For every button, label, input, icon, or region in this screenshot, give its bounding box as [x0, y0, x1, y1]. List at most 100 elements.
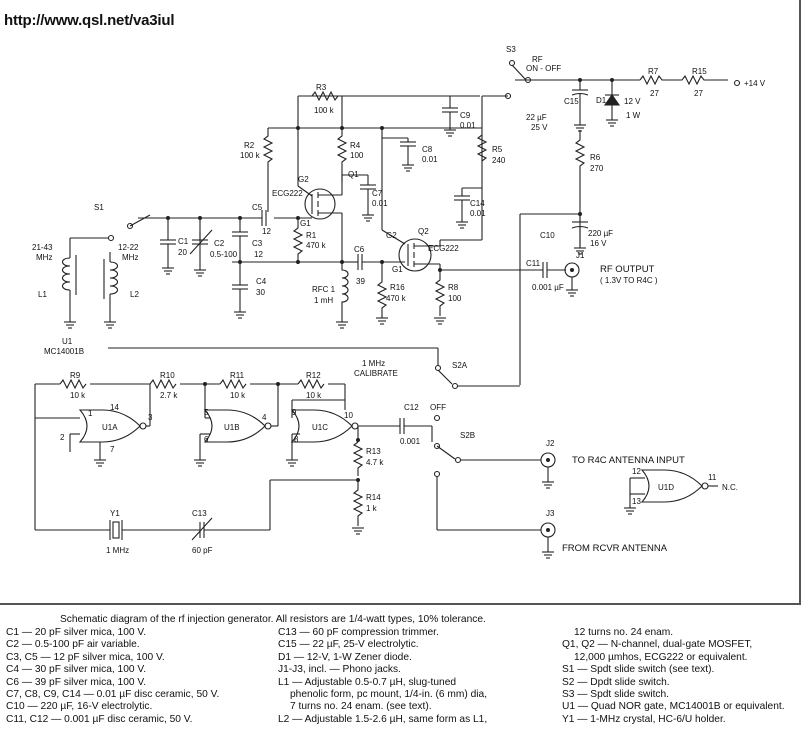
label-r3-value: 100 k: [314, 106, 335, 115]
label-c6-value: 39: [356, 277, 365, 286]
label-calibrate: CALIBRATE: [354, 369, 398, 378]
label-c13: C13: [192, 509, 207, 518]
label-u1c: U1C: [312, 423, 328, 432]
label-r11-value: 10 k: [230, 391, 246, 400]
label-r9: R9: [70, 371, 81, 380]
label-c10-voltage: 16 V: [590, 239, 607, 248]
label-q2-g1: G1: [392, 265, 403, 274]
label-c14-value: 0.01: [470, 209, 486, 218]
label-band-1: 21-43: [32, 243, 53, 252]
label-pin-13: 13: [632, 497, 641, 506]
caption-line: C7, C8, C9, C14 — 0.01 µF disc ceramic, …: [6, 689, 220, 701]
label-band-2-unit: MHz: [122, 253, 138, 262]
label-r4-value: 100: [350, 151, 364, 160]
schematic-frame: [0, 0, 801, 605]
caption-line: L1 — Adjustable 0.5-0.7 µH, slug-tuned: [278, 676, 457, 688]
crystal-oscillator-section: [34, 347, 718, 559]
label-c4-value: 30: [256, 288, 265, 297]
label-rf-on-off-2: ON - OFF: [526, 64, 561, 73]
label-supply: +14 V: [744, 79, 766, 88]
caption-line: Q1, Q2 — N-channel, dual-gate MOSFET,: [562, 639, 753, 651]
label-rfc1-value: 1 mH: [314, 296, 333, 305]
label-j2: J2: [546, 439, 555, 448]
label-c1-value: 20: [178, 248, 187, 257]
label-d1-value: 12 V: [624, 97, 641, 106]
caption-line: C11, C12 — 0.001 µF disc ceramic, 50 V.: [6, 713, 193, 725]
caption-line: S1 — Spdt slide switch (see text).: [562, 664, 715, 676]
label-off: OFF: [430, 403, 446, 412]
label-c9: C9: [460, 111, 471, 120]
caption-line: C6 — 39 pF silver mica, 100 V.: [6, 676, 147, 688]
label-q1-g1: G1: [300, 219, 311, 228]
label-r10: R10: [160, 371, 175, 380]
label-c15-voltage: 25 V: [531, 123, 548, 132]
label-c12: C12: [404, 403, 419, 412]
label-s1: S1: [94, 203, 104, 212]
label-s2a: S2A: [452, 361, 468, 370]
label-c9-value: 0.01: [460, 121, 476, 130]
label-c3-value: 12: [254, 250, 263, 259]
label-r14: R14: [366, 493, 381, 502]
caption-column-2: C13 — 60 pF compression trimmer. C15 — 2…: [278, 627, 487, 726]
label-pin-1: 1: [88, 409, 93, 418]
label-pin-5: 5: [204, 408, 209, 417]
label-y1-value: 1 MHz: [106, 546, 129, 555]
label-r9-value: 10 k: [70, 391, 86, 400]
label-u1d: U1D: [658, 483, 674, 492]
caption-line: Y1 — 1-MHz crystal, HC-6/U holder.: [562, 713, 726, 725]
label-pin-9: 9: [292, 408, 297, 417]
label-pin-11: 11: [708, 473, 717, 482]
caption-line: C4 — 30 pF silver mica, 100 V.: [6, 664, 147, 676]
label-pin-14: 14: [110, 403, 119, 412]
label-c13-value: 60 pF: [192, 546, 213, 555]
label-l2: L2: [130, 290, 139, 299]
label-c7: C7: [372, 189, 383, 198]
rf-oscillator-section: [61, 90, 589, 385]
label-c14: C14: [470, 199, 485, 208]
label-r12: R12: [306, 371, 321, 380]
caption-line: C3, C5 — 12 pF silver mica, 100 V.: [6, 651, 165, 663]
label-r8-value: 100: [448, 294, 462, 303]
label-r2-value: 100 k: [240, 151, 261, 160]
label-s3: S3: [506, 45, 516, 54]
label-pin-6: 6: [204, 435, 209, 444]
label-s2b: S2B: [460, 431, 475, 440]
label-pin-8: 8: [294, 435, 299, 444]
label-r16-value: 470 k: [386, 294, 407, 303]
label-q1: Q1: [348, 170, 359, 179]
label-j3: J3: [546, 509, 555, 518]
power-supply-section: [482, 59, 741, 246]
label-rf-output-note: ( 1.3V TO R4C ): [600, 276, 658, 285]
caption-line: C2 — 0.5-100 pF air variable.: [6, 639, 140, 651]
label-c11-value: 0.001 µF: [532, 283, 564, 292]
label-c10: C10: [540, 231, 555, 240]
label-pin-7: 7: [110, 445, 115, 454]
label-c8: C8: [422, 145, 433, 154]
label-r6: R6: [590, 153, 601, 162]
label-q1-type: ECG222: [272, 189, 303, 198]
label-band-1-unit: MHz: [36, 253, 52, 262]
label-r5: R5: [492, 145, 503, 154]
label-r14-value: 1 k: [366, 504, 378, 513]
caption-line: 12 turns no. 24 enam.: [574, 627, 674, 638]
label-r4: R4: [350, 141, 361, 150]
caption-line: J1-J3, incl. — Phono jacks.: [278, 664, 401, 676]
label-u1: U1: [62, 337, 73, 346]
label-r7: R7: [648, 67, 659, 76]
caption-line: S2 — Dpdt slide switch.: [562, 676, 670, 688]
label-r10-value: 2.7 k: [160, 391, 178, 400]
label-r11: R11: [230, 371, 245, 380]
label-r5-value: 240: [492, 156, 506, 165]
label-q2: Q2: [418, 227, 429, 236]
label-j1: J1: [576, 251, 585, 260]
label-c6: C6: [354, 245, 365, 254]
label-r15: R15: [692, 67, 707, 76]
label-c3: C3: [252, 239, 263, 248]
label-r12-value: 10 k: [306, 391, 322, 400]
label-r1: R1: [306, 231, 317, 240]
label-rf-output: RF OUTPUT: [600, 264, 655, 275]
caption-column-3: 12 turns no. 24 enam. Q1, Q2 — N-channel…: [562, 627, 785, 726]
caption-line: D1 — 12-V, 1-W Zener diode.: [278, 651, 412, 663]
label-c7-value: 0.01: [372, 199, 388, 208]
label-c15: C15: [564, 97, 579, 106]
